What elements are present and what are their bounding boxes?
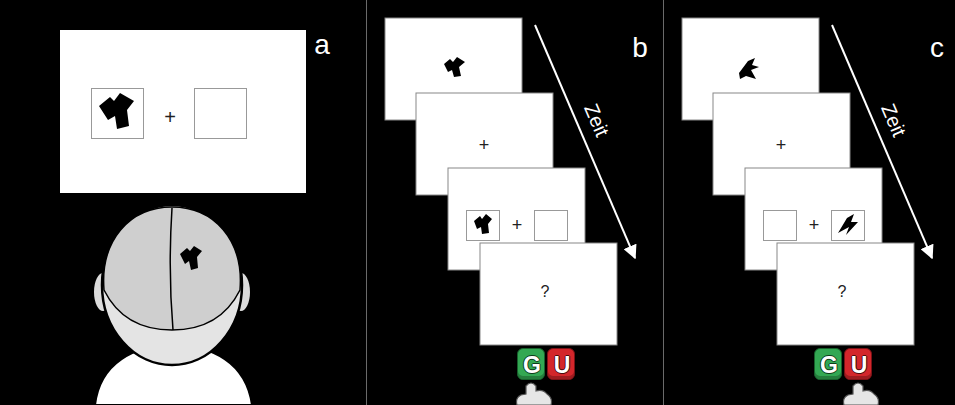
response-key: U: [547, 348, 575, 380]
stimulus-frame: [764, 211, 797, 241]
panel-divider: [366, 0, 367, 405]
screen-frame: +: [745, 168, 882, 270]
hand-group: [844, 383, 879, 405]
response-key: U: [844, 348, 872, 380]
key-letter: U: [851, 354, 868, 377]
stimulus-shape: [444, 57, 465, 77]
panel-letter: b: [632, 34, 648, 62]
stimulus-frame: [467, 211, 500, 241]
stimulus-frame: [832, 211, 865, 241]
stimulus-shape: [838, 214, 858, 235]
stimulus-shape: [739, 58, 759, 79]
screen-symbol: ?: [541, 284, 550, 300]
screen-frame: +: [713, 93, 850, 195]
brain: [104, 207, 241, 330]
screen-frame: ?: [777, 243, 914, 345]
brain-midline: [170, 208, 173, 330]
time-label: Zeit: [581, 101, 613, 140]
stimulus-frame: [92, 89, 144, 139]
panel-letter: c: [930, 34, 944, 62]
stimulus-frame: [195, 89, 247, 139]
screen-symbol: +: [776, 136, 787, 154]
time-arrow: [832, 25, 932, 258]
panel-letter: a: [314, 31, 330, 59]
key-letter: G: [820, 354, 838, 377]
pointing-hand: [844, 383, 879, 405]
panel-divider: [663, 0, 664, 405]
key-letter: U: [554, 354, 571, 377]
key-letter: G: [523, 354, 541, 377]
stimulus-shape: [99, 93, 134, 129]
screen-frame: +: [448, 168, 585, 270]
monitor-screen: [777, 243, 914, 345]
time-label: Zeit: [878, 101, 910, 140]
pointing-hand: [517, 383, 552, 405]
stimulus-shape: [474, 214, 492, 234]
screen-symbol: ?: [838, 284, 847, 300]
stimulus-shape: [180, 246, 202, 270]
head: [102, 205, 242, 365]
screen-frame: +: [416, 93, 553, 195]
monitor-screen: [480, 243, 617, 345]
screen-frame: +: [60, 30, 306, 193]
response-key: G: [517, 348, 545, 380]
screen-symbol: +: [512, 216, 523, 234]
screen-symbol: +: [809, 216, 820, 234]
response-key: G: [814, 348, 842, 380]
stimulus-frame: [535, 211, 568, 241]
screen-symbol: +: [479, 136, 490, 154]
monitor-screen: [60, 30, 306, 193]
time-arrow: [535, 25, 635, 258]
screen-frame: ?: [480, 243, 617, 345]
screen-symbol: +: [164, 107, 176, 127]
